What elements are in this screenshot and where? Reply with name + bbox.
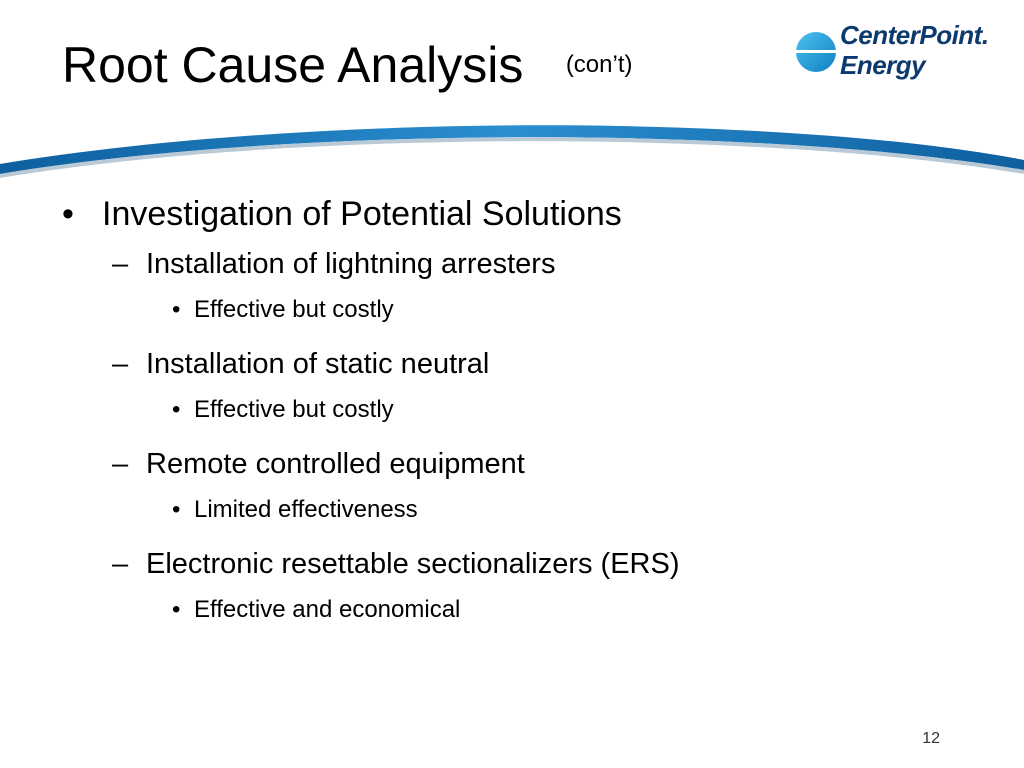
dash-mark: –: [112, 248, 129, 280]
item-note: Limited effectiveness: [194, 496, 418, 523]
bullet-mark: •: [172, 396, 181, 423]
slide-title-main: Root Cause Analysis: [62, 37, 524, 93]
list-subitem: • Effective and economical: [62, 592, 1002, 628]
dash-mark: –: [112, 548, 129, 580]
logo-globe-icon: [794, 32, 840, 72]
list-item: – Remote controlled equipment: [62, 444, 1002, 484]
list-subitem: • Effective but costly: [62, 392, 1002, 428]
list-subitem: • Effective but costly: [62, 292, 1002, 328]
item-label: Installation of static neutral: [146, 348, 490, 380]
bullet-mark: •: [62, 195, 74, 233]
item-note: Effective but costly: [194, 396, 394, 423]
logo-line-energy: Energy: [840, 50, 926, 80]
bullet-level1: • Investigation of Potential Solutions: [62, 190, 1002, 238]
page-number: 12: [922, 730, 940, 747]
bullet-heading: Investigation of Potential Solutions: [102, 195, 622, 233]
item-label: Remote controlled equipment: [146, 448, 525, 480]
item-label: Electronic resettable sectionalizers (ER…: [146, 548, 680, 580]
logo-wordmark: CenterPoint. Energy: [840, 20, 989, 80]
slide-title: Root Cause Analysis (con’t): [62, 40, 633, 90]
dash-mark: –: [112, 448, 129, 480]
slide-content: • Investigation of Potential Solutions –…: [62, 190, 1002, 644]
item-note: Effective and economical: [194, 596, 461, 623]
bullet-mark: •: [172, 596, 181, 623]
list-item: – Installation of lightning arresters: [62, 244, 1002, 284]
list-item: – Installation of static neutral: [62, 344, 1002, 384]
item-label: Installation of lightning arresters: [146, 248, 556, 280]
list-subitem: • Limited effectiveness: [62, 492, 1002, 528]
slide-title-subtitle: (con’t): [565, 51, 633, 78]
dash-mark: –: [112, 348, 129, 380]
header-swoosh: [0, 125, 1024, 178]
item-note: Effective but costly: [194, 296, 394, 323]
list-item: – Electronic resettable sectionalizers (…: [62, 544, 1002, 584]
centerpoint-energy-logo: CenterPoint. Energy: [794, 20, 989, 90]
logo-line-centerpoint: CenterPoint.: [840, 20, 989, 50]
bullet-mark: •: [172, 296, 181, 323]
bullet-mark: •: [172, 496, 181, 523]
